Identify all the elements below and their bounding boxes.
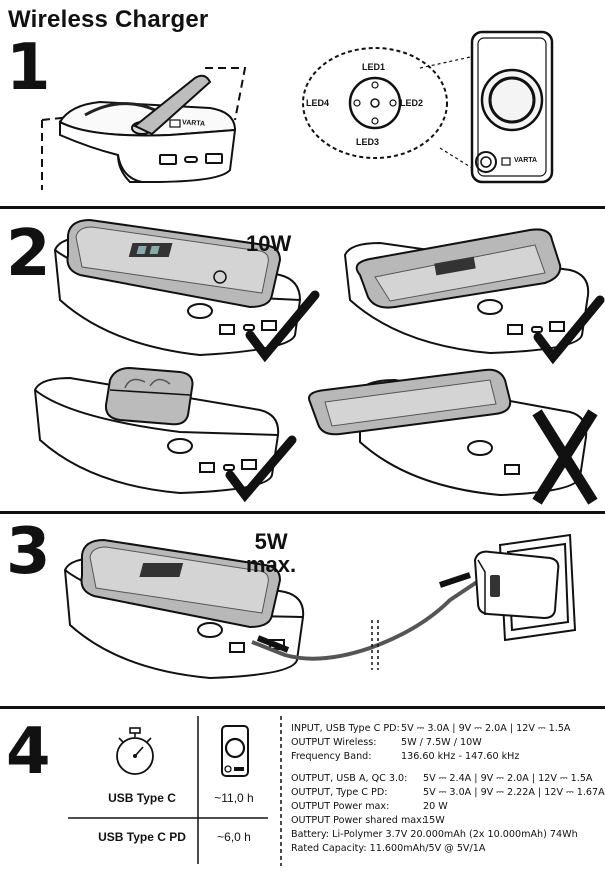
spec-value: 20 W xyxy=(423,801,448,812)
phone-charging-with-cable xyxy=(63,533,577,680)
spec-value: 5V ⎓ 3.0A | 9V ⎓ 2.0A | 12V ⎓ 1.5A xyxy=(401,723,571,734)
led2-label: LED2 xyxy=(400,98,424,108)
step-number-2: 2 xyxy=(6,217,51,291)
spec-output-power-max: OUTPUT Power max: 20 W xyxy=(291,801,448,812)
table-row-label-usb-type-c-pd: USB Type C PD xyxy=(98,830,186,844)
table-row-time-usb-type-c-pd: ~6,0 h xyxy=(217,830,251,844)
spec-label: Frequency Band: xyxy=(291,751,372,762)
spec-separator xyxy=(280,716,282,866)
spec-output-power-shared-max: OUTPUT Power shared max:15W xyxy=(291,815,445,826)
brand-logo-step1: VARTA xyxy=(181,119,206,128)
spec-value: 136.60 kHz - 147.60 kHz xyxy=(401,751,520,762)
spec-value: 11.600mAh/5V @ 5V/1A xyxy=(369,843,486,854)
spec-label: OUTPUT, USB A, QC 3.0: xyxy=(291,773,408,784)
powerbank-step1-illustration xyxy=(41,67,247,190)
phone-on-charger-correct xyxy=(53,218,320,363)
spec-label: Rated Capacity: xyxy=(291,843,367,854)
spec-value: 5V ⎓ 3.0A | 9V ⎓ 2.22A | 12V ⎓ 1.67A xyxy=(423,787,605,798)
spec-output-wireless: OUTPUT Wireless: 5W / 7.5W / 10W xyxy=(291,737,482,748)
powerbank-top-view xyxy=(470,30,554,184)
power-10w-label: 10W xyxy=(246,231,292,256)
spec-output-type-c-pd: OUTPUT, Type C PD: 5V ⎓ 3.0A | 9V ⎓ 2.22A… xyxy=(291,787,605,798)
spec-battery: Battery: Li-Polymer 3.7V 20.000mAh (2x 1… xyxy=(291,829,578,840)
powerbank-mini-icon xyxy=(221,725,249,777)
spec-output-usb-a-qc: OUTPUT, USB A, QC 3.0: 5V ⎓ 2.4A | 9V ⎓ 2… xyxy=(291,773,593,784)
spec-label: OUTPUT Wireless: xyxy=(291,737,377,748)
led-magnifier-illustration xyxy=(302,47,481,174)
led1-label: LED1 xyxy=(362,62,386,72)
spec-frequency-band: Frequency Band: 136.60 kHz - 147.60 kHz xyxy=(291,751,519,762)
power-5w-label: 5W max. xyxy=(246,530,296,576)
table-row-label-usb-type-c: USB Type C xyxy=(108,791,176,805)
spec-value: 5W / 7.5W / 10W xyxy=(401,737,482,748)
step-number-3: 3 xyxy=(6,515,51,589)
phone-rotated-correct xyxy=(343,228,605,365)
spec-label: Battery: xyxy=(291,829,330,840)
earbuds-on-charger-correct xyxy=(33,366,297,503)
spec-label: OUTPUT Power shared max: xyxy=(291,815,426,826)
power-5w-max: max. xyxy=(246,552,297,578)
led3-label: LED3 xyxy=(356,137,380,147)
spec-value: 15W xyxy=(423,815,445,826)
led4-label: LED4 xyxy=(306,98,330,108)
spec-label: OUTPUT Power max: xyxy=(291,801,390,812)
spec-input-usb-c-pd: INPUT, USB Type C PD:5V ⎓ 3.0A | 9V ⎓ 2.… xyxy=(291,723,571,734)
spec-label: INPUT, USB Type C PD: xyxy=(291,723,400,734)
table-row-time-usb-type-c: ~11,0 h xyxy=(214,791,254,805)
brand-logo-topview: VARTA xyxy=(514,157,538,164)
spec-rated-capacity: Rated Capacity: 11.600mAh/5V @ 5V/1A xyxy=(291,843,485,854)
step-number-1: 1 xyxy=(6,31,51,105)
phone-misaligned-wrong xyxy=(308,368,598,505)
page-title: Wireless Charger xyxy=(8,6,209,33)
spec-value: 5V ⎓ 2.4A | 9V ⎓ 2.0A | 12V ⎓ 1.5A xyxy=(423,773,593,784)
spec-label: OUTPUT, Type C PD: xyxy=(291,787,388,798)
charge-time-table-grid xyxy=(68,716,268,864)
divider-2 xyxy=(0,511,605,514)
spec-value: Li-Polymer 3.7V 20.000mAh (2x 10.000mAh)… xyxy=(332,829,578,840)
step-number-4: 4 xyxy=(6,715,51,789)
stopwatch-icon xyxy=(116,727,154,775)
divider-3 xyxy=(0,706,605,709)
power-5w-value: 5W xyxy=(254,529,288,554)
divider-1 xyxy=(0,206,605,209)
